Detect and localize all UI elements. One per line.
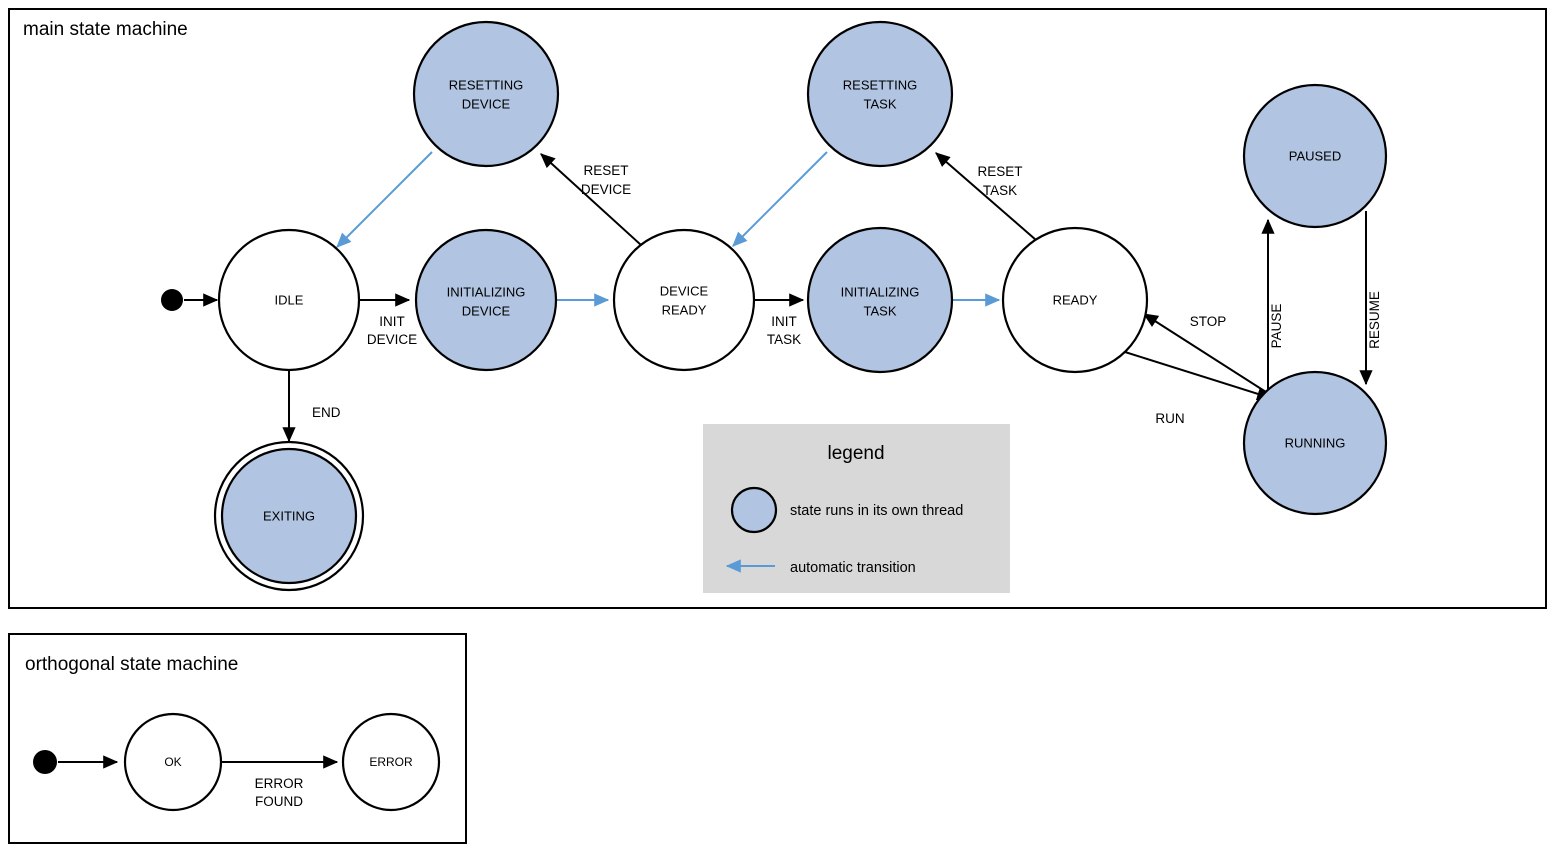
- edge-label-reset-device-line2: DEVICE: [581, 182, 631, 197]
- state-exiting[interactable]: EXITING: [213, 440, 365, 592]
- state-label-initializing-device-line2: DEVICE: [462, 303, 511, 318]
- state-resetting-task[interactable]: RESETTING TASK: [806, 20, 954, 168]
- transition-running-to-paused: PAUSE: [1261, 218, 1284, 395]
- state-label-initializing-task-line1: INITIALIZING: [841, 284, 920, 299]
- transition-resetting-device-to-idle: [336, 151, 433, 248]
- legend-title: legend: [827, 443, 884, 464]
- edge-label-stop: STOP: [1190, 314, 1227, 329]
- state-label-initializing-device-line1: INITIALIZING: [447, 284, 526, 299]
- legend-item-auto-text: automatic transition: [790, 560, 916, 576]
- transition-idle-to-initializing-device: INIT DEVICE: [359, 293, 417, 347]
- transition-idle-to-exiting: END: [282, 370, 341, 443]
- edge-label-run: RUN: [1155, 411, 1184, 426]
- edge-label-error-found-line2: FOUND: [255, 794, 303, 809]
- transition-device-ready-to-resetting-device: RESET DEVICE: [540, 153, 642, 246]
- edge-label-pause: PAUSE: [1269, 304, 1284, 349]
- edge-label-error-found-line1: ERROR: [255, 776, 304, 791]
- legend-item-thread-text: state runs in its own thread: [790, 503, 963, 519]
- edge-label-end: END: [312, 405, 341, 420]
- state-label-idle: IDLE: [275, 292, 304, 307]
- state-label-initializing-task-line2: TASK: [864, 303, 897, 318]
- initial-state-dot-orthogonal: [33, 750, 57, 774]
- edge-label-init-task-line1: INIT: [771, 314, 797, 329]
- transition-ok-to-error: ERROR FOUND: [221, 755, 339, 809]
- state-label-paused: PAUSED: [1289, 148, 1342, 163]
- transition-paused-to-running: RESUME: [1359, 211, 1382, 386]
- legend-thread-state-swatch: [730, 486, 778, 534]
- edge-label-init-device-line2: DEVICE: [367, 332, 417, 347]
- transition-ready-to-resetting-task: RESET TASK: [935, 152, 1037, 241]
- edge-label-reset-task-line1: RESET: [977, 164, 1022, 179]
- state-ready[interactable]: READY: [1001, 226, 1149, 374]
- state-label-resetting-device-line2: DEVICE: [462, 96, 511, 111]
- state-device-ready[interactable]: DEVICE READY: [612, 228, 756, 372]
- state-ok[interactable]: OK: [123, 712, 223, 812]
- edge-label-reset-device-line1: RESET: [583, 163, 628, 178]
- orthogonal-frame-title: orthogonal state machine: [25, 654, 238, 675]
- state-idle[interactable]: IDLE: [217, 228, 361, 372]
- state-label-resetting-device-line1: RESETTING: [449, 77, 523, 92]
- edge-label-reset-task-line2: TASK: [983, 183, 1017, 198]
- state-error[interactable]: ERROR: [341, 712, 441, 812]
- state-initializing-task[interactable]: INITIALIZING TASK: [806, 226, 954, 374]
- state-running[interactable]: RUNNING: [1242, 370, 1388, 516]
- edge-label-resume: RESUME: [1367, 291, 1382, 349]
- legend: legend state runs in its own thread auto…: [703, 424, 1010, 593]
- edge-label-init-task-line2: TASK: [767, 332, 801, 347]
- state-initializing-device[interactable]: INITIALIZING DEVICE: [414, 228, 558, 372]
- initial-state-dot-main: [161, 289, 183, 311]
- state-paused[interactable]: PAUSED: [1242, 83, 1388, 229]
- state-label-ok: OK: [164, 755, 181, 769]
- state-label-device-ready-line1: DEVICE: [660, 283, 709, 298]
- state-label-error: ERROR: [369, 755, 413, 769]
- edge-label-init-device-line1: INIT: [379, 314, 405, 329]
- state-label-ready: READY: [1053, 292, 1098, 307]
- transition-resetting-task-to-device-ready: [732, 151, 828, 247]
- state-label-resetting-task-line2: TASK: [864, 96, 897, 111]
- state-resetting-device[interactable]: RESETTING DEVICE: [412, 20, 560, 168]
- state-label-running: RUNNING: [1285, 435, 1346, 450]
- transition-running-to-ready: STOP: [1142, 313, 1267, 393]
- state-label-device-ready-line2: READY: [662, 302, 707, 317]
- transition-device-ready-to-initializing-task: INIT TASK: [754, 293, 805, 347]
- transition-ready-to-running: RUN: [1124, 351, 1273, 426]
- state-label-resetting-task-line1: RESETTING: [843, 77, 917, 92]
- main-frame-title: main state machine: [23, 19, 188, 40]
- state-label-exiting: EXITING: [263, 508, 315, 523]
